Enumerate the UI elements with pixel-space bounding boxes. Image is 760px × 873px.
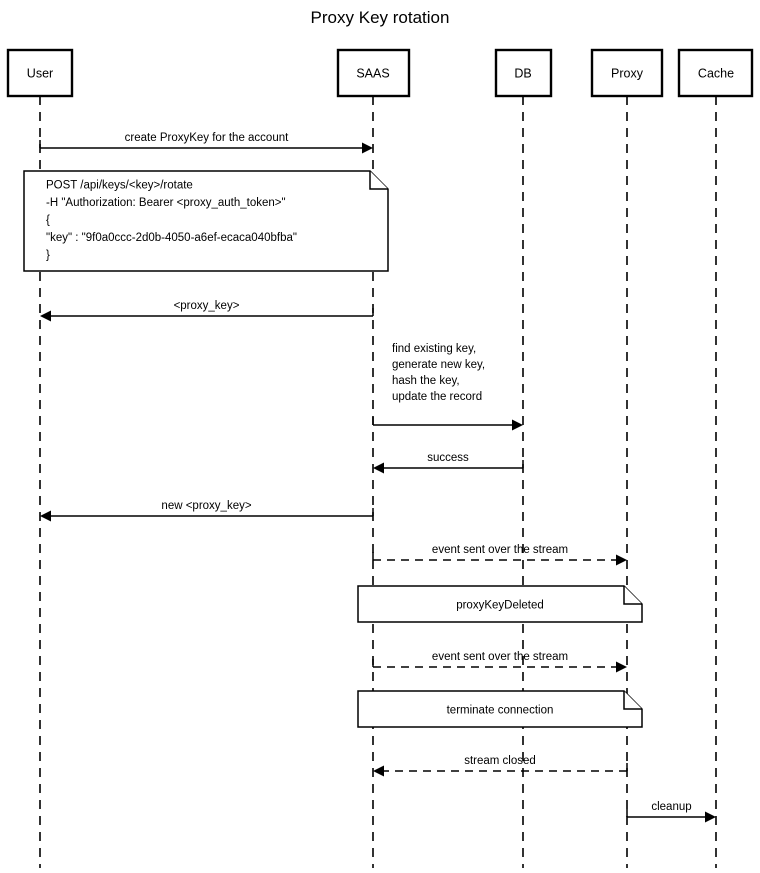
message-m9: cleanup [626, 801, 716, 823]
note-body [357, 585, 643, 623]
participant-db[interactable]: DB [494, 48, 553, 98]
notes-group: POST /api/keys/<key>/rotate -H "Authoriza… [23, 170, 643, 728]
activity-note-line: update the record [392, 391, 482, 403]
note-line: } [46, 249, 50, 261]
arrow-head [40, 310, 51, 322]
activity-note-line: find existing key, [392, 343, 476, 355]
message-m2: <proxy_key> [40, 300, 374, 322]
arrow-head [373, 765, 384, 777]
note-line: POST /api/keys/<key>/rotate [46, 179, 193, 191]
message-label: create ProxyKey for the account [125, 132, 289, 144]
note-line: proxyKeyDeleted [456, 600, 544, 612]
message-label: new <proxy_key> [161, 500, 251, 512]
note-proxy-key-deleted: proxyKeyDeleted [357, 585, 643, 623]
participant-label-user: User [27, 67, 53, 81]
message-label: event sent over the stream [432, 651, 568, 663]
arrow-head [512, 419, 523, 431]
participant-saas[interactable]: SAAS [336, 48, 411, 98]
participant-user[interactable]: User [6, 48, 74, 98]
participant-label-cache: Cache [698, 67, 734, 81]
activity-note-line: generate new key, [392, 359, 485, 371]
page-title: Proxy Key rotation [311, 8, 450, 27]
participant-proxy[interactable]: Proxy [590, 48, 664, 98]
participant-box-saas [336, 48, 411, 98]
arrow-head [40, 510, 51, 522]
note-terminate-connection: terminate connection [357, 690, 643, 728]
message-label: <proxy_key> [174, 300, 240, 312]
note-fold-corner-icon [623, 586, 642, 605]
activity-note-line: hash the key, [392, 375, 460, 387]
arrow-head [616, 661, 627, 673]
participant-box-db [494, 48, 553, 98]
participants-group: User SAAS DB Proxy Cache [6, 48, 754, 98]
note-line: "key" : "9f0a0ccc-2d0b-4050-a6ef-ecaca04… [46, 232, 297, 244]
arrow-head [705, 811, 716, 823]
arrow-head [362, 142, 373, 154]
participant-label-proxy: Proxy [611, 67, 644, 81]
note-line: -H "Authorization: Bearer <proxy_auth_to… [46, 197, 286, 209]
message-label: cleanup [651, 801, 691, 813]
arrow-head [616, 554, 627, 566]
note-post-request: POST /api/keys/<key>/rotate -H "Authoriza… [23, 170, 389, 272]
participant-box-cache [677, 48, 754, 98]
note-body [23, 170, 389, 272]
message-label: success [427, 452, 469, 464]
note-line: terminate connection [447, 705, 554, 717]
participant-box-proxy [590, 48, 664, 98]
message-m5: new <proxy_key> [40, 500, 374, 522]
message-m3 [372, 417, 523, 431]
participant-label-db: DB [514, 67, 531, 81]
message-label: stream closed [464, 755, 536, 767]
participant-cache[interactable]: Cache [677, 48, 754, 98]
note-body [357, 690, 643, 728]
message-m1: create ProxyKey for the account [39, 132, 373, 154]
message-m6: event sent over the stream [372, 544, 627, 566]
participant-label-saas: SAAS [356, 67, 389, 81]
arrow-head [373, 462, 384, 474]
messages-group: create ProxyKey for the account <proxy_ke… [39, 132, 716, 823]
note-line: { [46, 214, 50, 226]
activity-labels-group: find existing key, generate new key, hash … [392, 343, 485, 403]
message-m7: event sent over the stream [372, 651, 627, 673]
message-m4: success [373, 452, 524, 474]
note-fold-corner-icon [369, 171, 388, 190]
message-m8: stream closed [373, 755, 628, 777]
message-label: event sent over the stream [432, 544, 568, 556]
note-fold-corner-icon [623, 691, 642, 710]
participant-box-user [6, 48, 74, 98]
